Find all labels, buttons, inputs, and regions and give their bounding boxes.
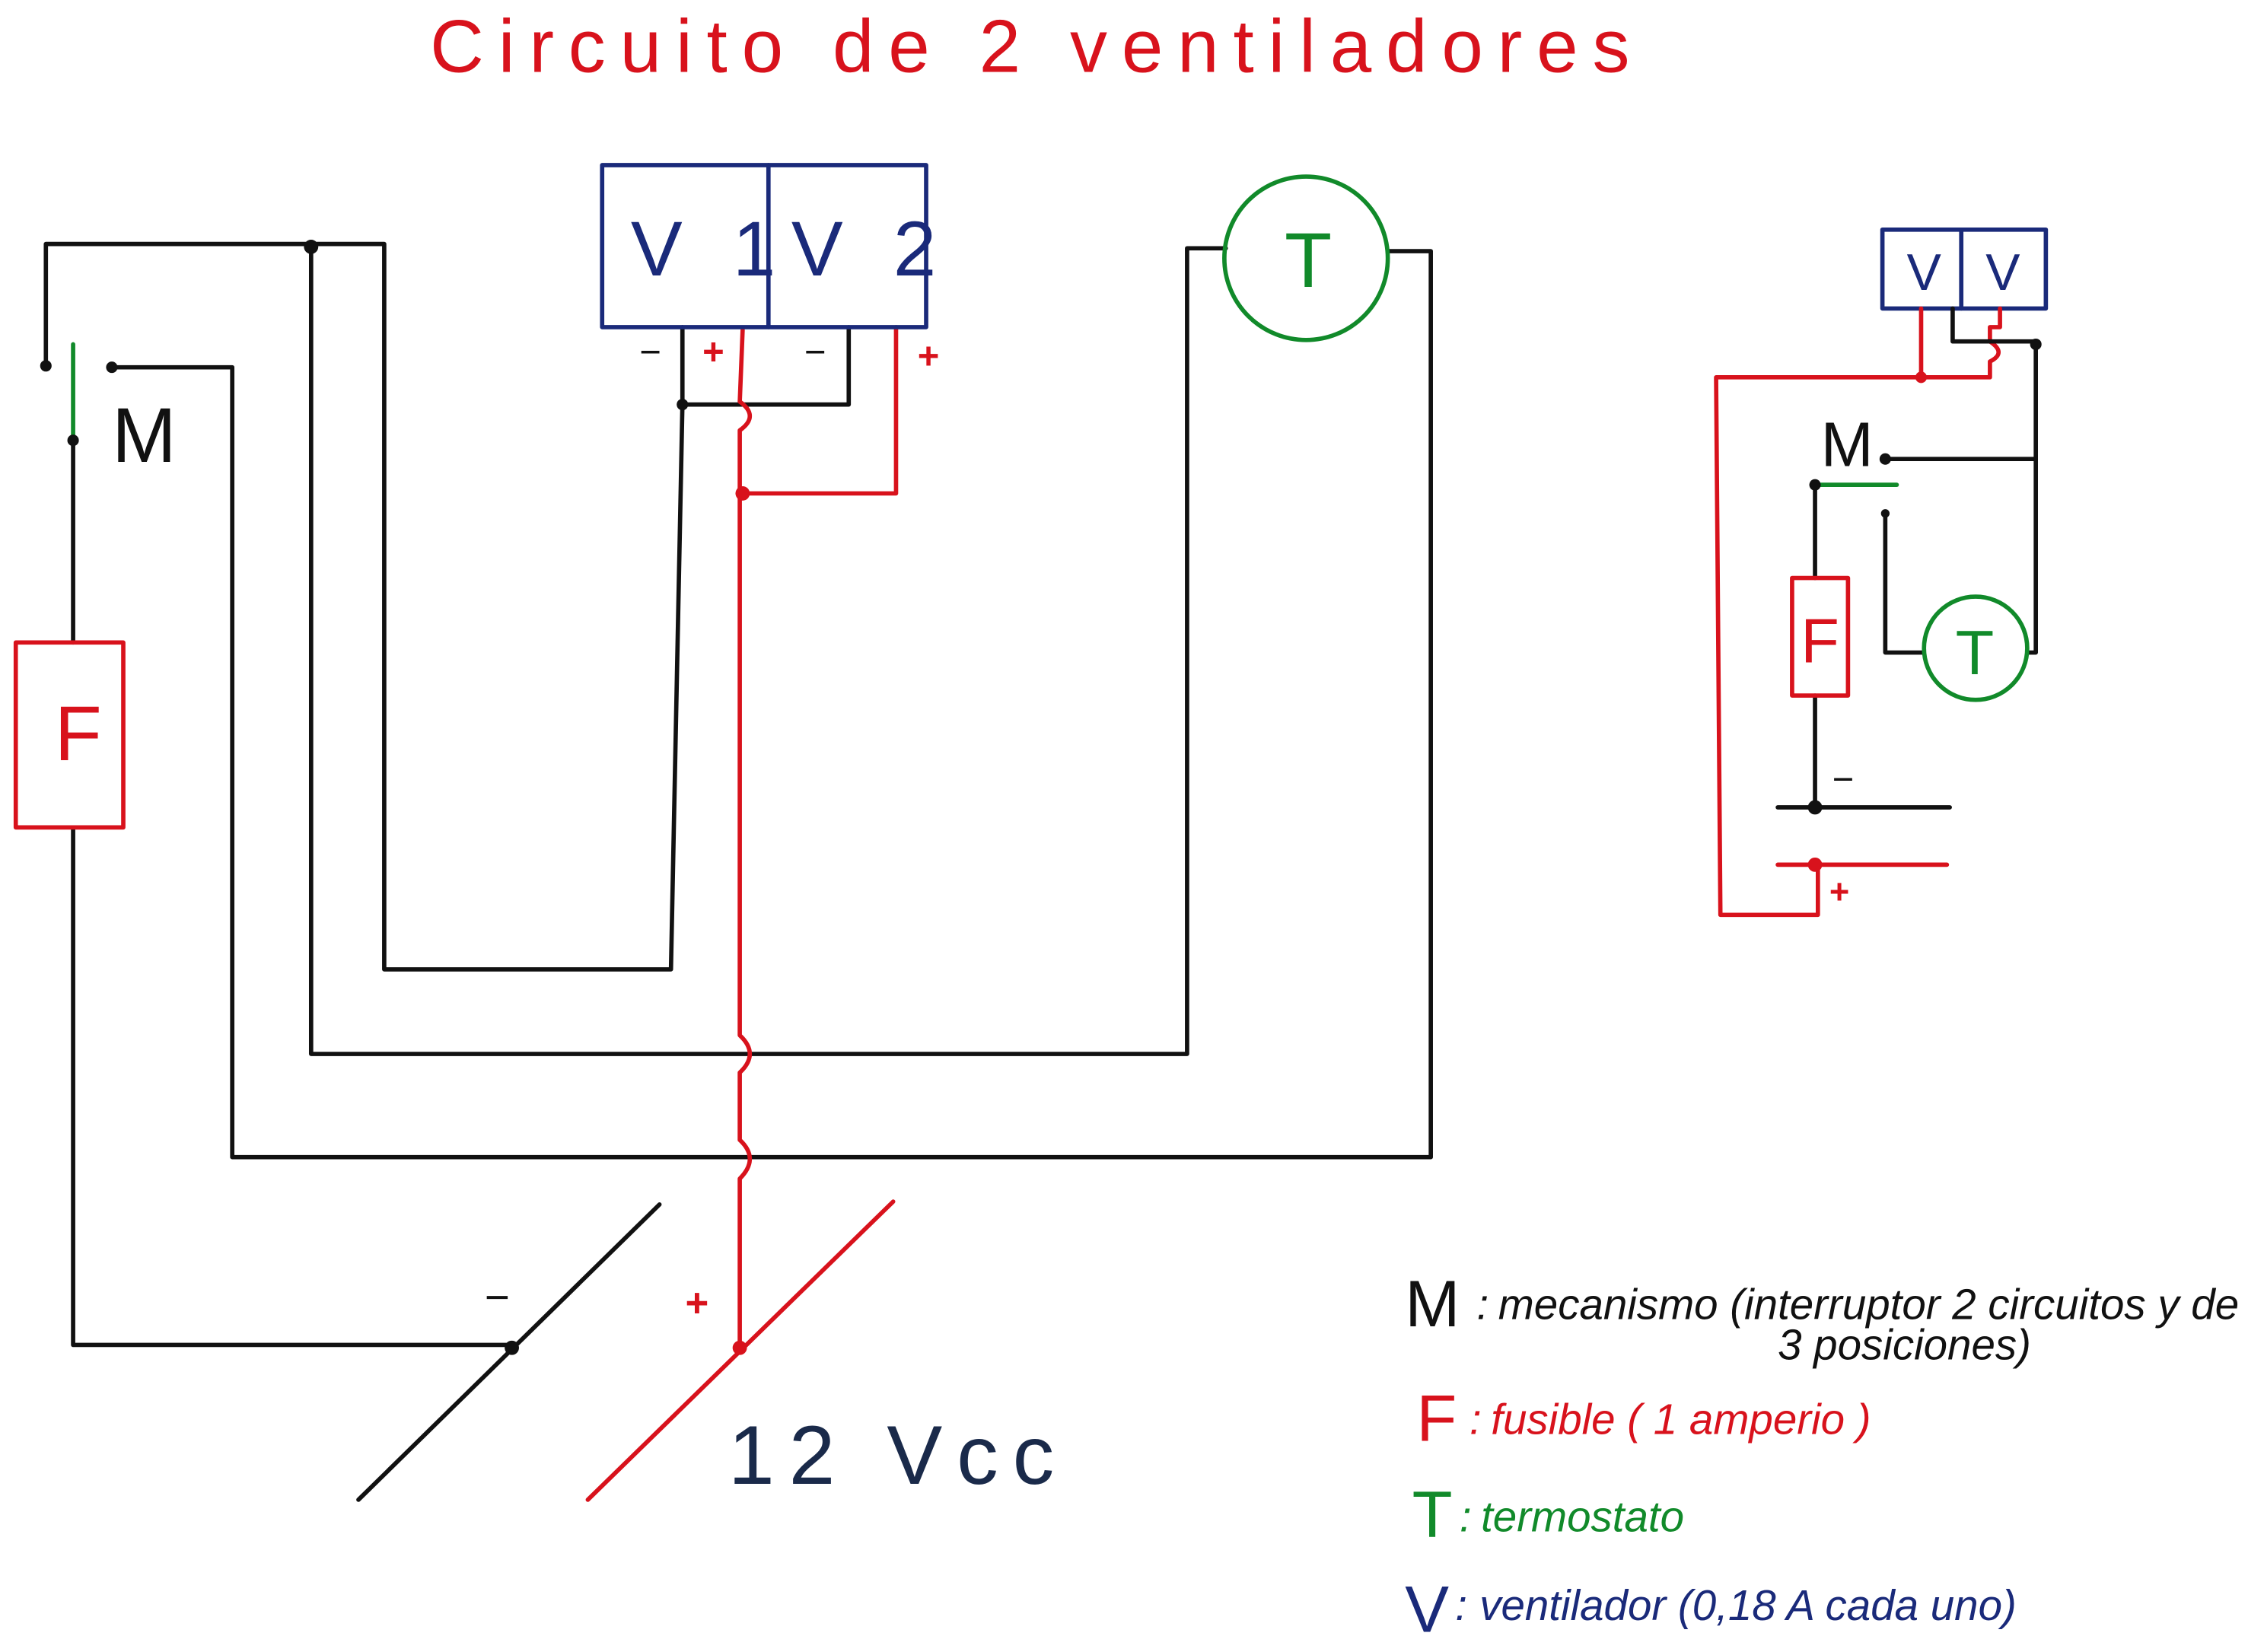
fan1-minus: − — [639, 332, 661, 373]
legend-text-continued: 3 posiciones) — [1778, 1320, 2031, 1368]
small-fuse-label: F — [1801, 606, 1839, 676]
fuse-box — [13, 640, 126, 830]
small-plus-label: + — [1829, 872, 1849, 911]
fan2-plus: + — [918, 336, 940, 377]
small-fan2-label: V — [1985, 244, 2020, 301]
junction-dot — [677, 399, 689, 411]
wire-thermostat-to-switch — [110, 249, 1433, 1160]
small-switch-label: M — [1821, 409, 1874, 480]
small-thermostat-circle — [1922, 594, 2030, 702]
fan1-plus: + — [702, 332, 724, 373]
small-positive-wire — [1714, 306, 2002, 918]
main-circuit: F M V 1 V 2 − + − + T − + 12 Vcc — [13, 163, 1433, 1502]
thermostat-label: T — [1285, 217, 1332, 304]
legend-sep: : — [1455, 1581, 1467, 1629]
legend-text: termostato — [1481, 1492, 1684, 1540]
wire-fuse-to-battery-minus — [71, 825, 514, 1348]
legend-sep: : — [1460, 1492, 1472, 1540]
battery-plus-label: + — [686, 1281, 709, 1326]
switch-contact — [1809, 479, 1821, 491]
wire-switch-to-fan-minus — [43, 241, 852, 972]
legend-text: fusible ( 1 amperio ) — [1491, 1395, 1871, 1443]
junction-dot — [304, 239, 319, 254]
legend-text: ventilador (0,18 A cada uno) — [1479, 1581, 2017, 1629]
positive-wire — [737, 327, 753, 1351]
legend-symbol: T — [1412, 1479, 1453, 1552]
wire-junction-to-thermostat — [308, 244, 1228, 1056]
small-negative-wire — [1813, 306, 2039, 810]
switch-contact — [106, 361, 118, 374]
legend-sep: : — [1469, 1395, 1482, 1443]
small-fan-box — [1880, 227, 2049, 311]
switch-label: M — [112, 392, 177, 479]
junction-dot — [735, 486, 750, 501]
small-circuit: V V M F T − + — [1714, 227, 2049, 918]
diagram-title: Circuito de 2 ventiladores — [430, 5, 1644, 88]
voltage-label: 12 Vcc — [728, 1409, 1068, 1502]
switch-contact — [1880, 509, 1890, 518]
junction-dot — [1915, 371, 1927, 384]
junction-dot — [1807, 857, 1823, 872]
legend: M : mecanismo (interruptor 2 circuitos y… — [1405, 1268, 2239, 1646]
fan2-label: V 2 — [791, 205, 950, 292]
positive-wire-fan2 — [740, 325, 899, 496]
small-minus-label: − — [1832, 759, 1855, 800]
small-fan1-label: V — [1907, 244, 1941, 301]
fan2-minus: − — [804, 332, 826, 373]
legend-sep: : — [1476, 1281, 1489, 1329]
junction-dot — [505, 1340, 519, 1355]
thermostat-circle — [1222, 174, 1390, 342]
legend-symbol: F — [1416, 1383, 1457, 1456]
legend-symbol: V — [1405, 1573, 1449, 1646]
fuse-label: F — [55, 690, 102, 777]
switch-contact — [67, 434, 79, 447]
fan1-label: V 1 — [631, 205, 790, 292]
legend-text: mecanismo (interruptor 2 circuitos y de — [1498, 1281, 2239, 1329]
legend-symbol: M — [1405, 1268, 1460, 1341]
switch-contact — [40, 360, 52, 372]
switch-contact — [1879, 453, 1891, 465]
small-fuse-box — [1790, 575, 1851, 698]
battery-minus-label: − — [485, 1273, 510, 1321]
fan-box — [600, 163, 928, 329]
junction-dot — [1807, 800, 1823, 815]
small-thermostat-label: T — [1956, 617, 1995, 688]
junction-dot — [732, 1340, 747, 1355]
junction-dot — [2030, 338, 2042, 351]
